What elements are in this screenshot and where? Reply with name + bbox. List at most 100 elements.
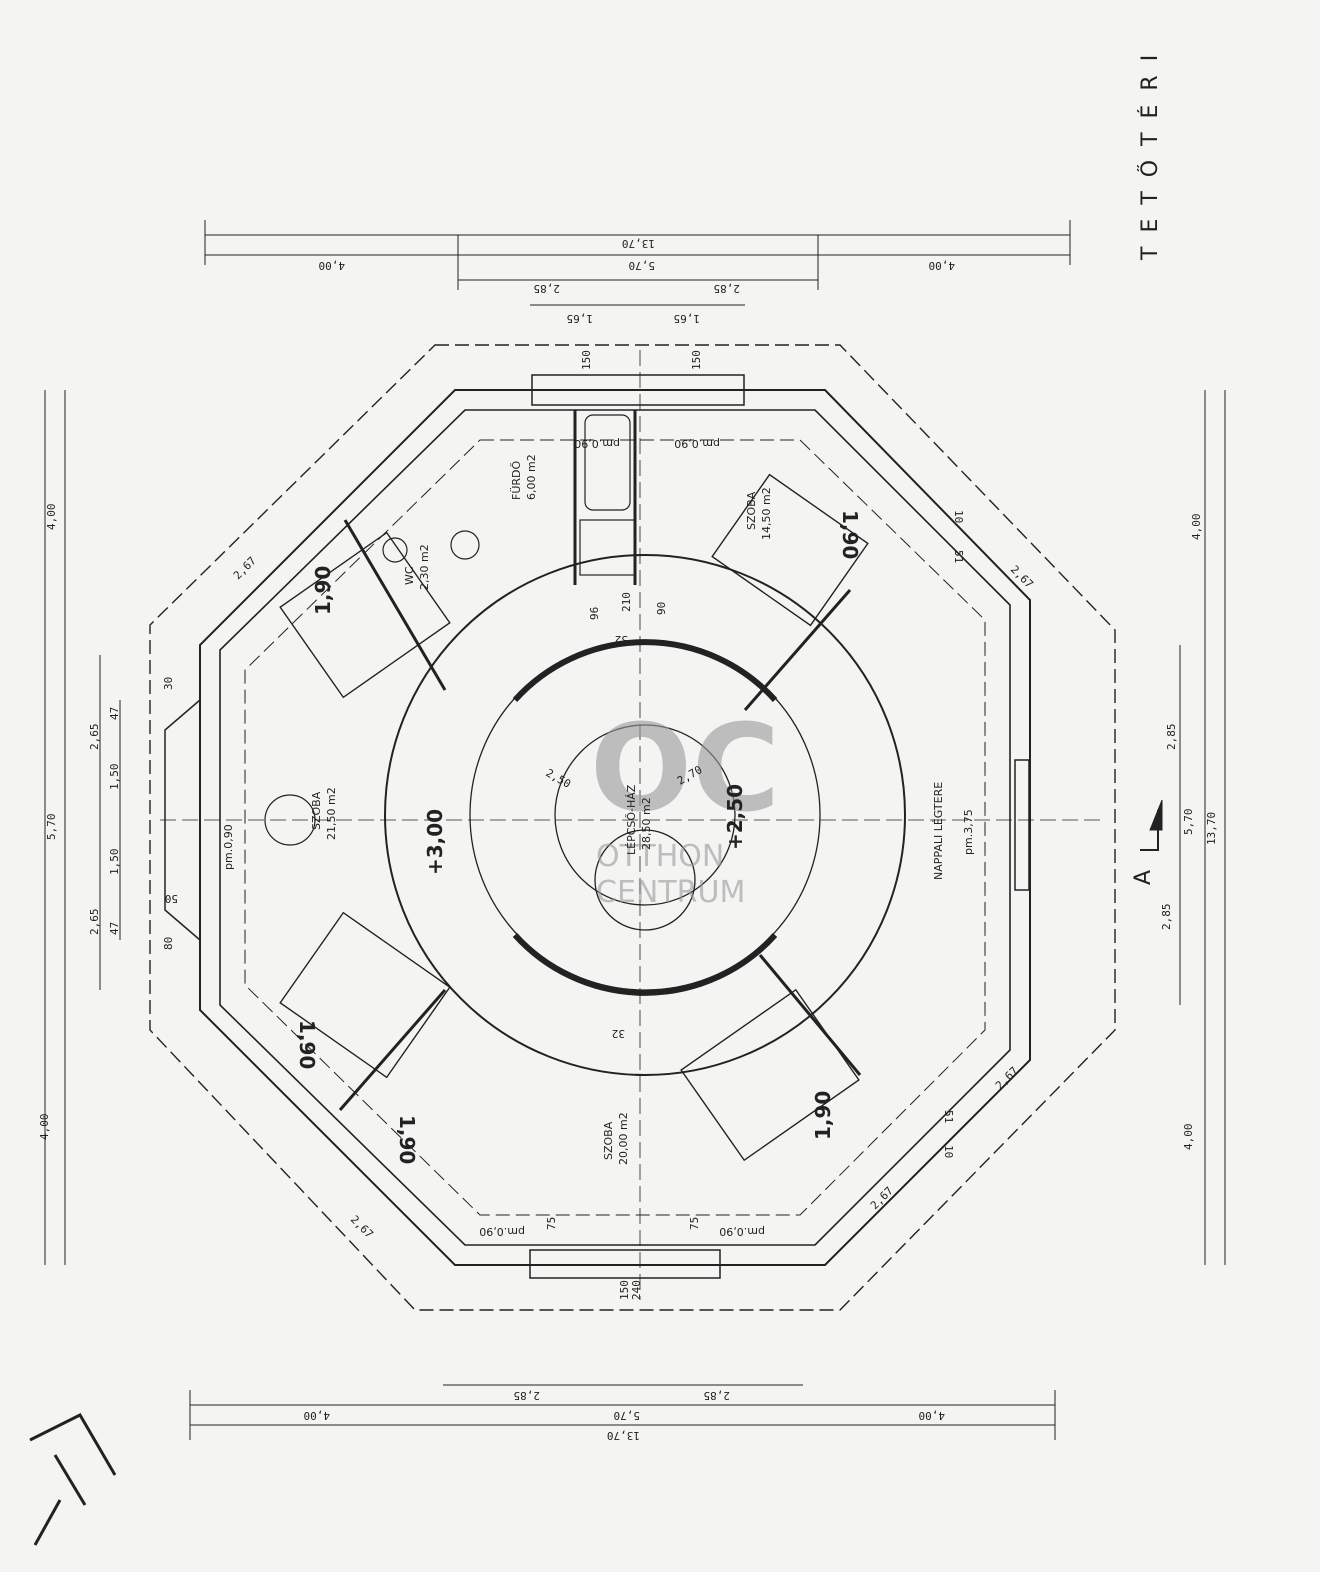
dim-top-half-r: 2,85 bbox=[714, 282, 741, 295]
shower bbox=[579, 519, 636, 576]
dim-left-265b: 2,65 bbox=[88, 909, 101, 936]
wall-se bbox=[758, 954, 862, 1076]
dim-75-l: 75 bbox=[545, 1217, 558, 1230]
dim-10-se: 10 bbox=[942, 1145, 955, 1158]
watermark-line1: OTTHON bbox=[596, 839, 724, 874]
dim-51-ne: 51 bbox=[952, 550, 965, 563]
dim-top-150-r: 150 bbox=[690, 350, 703, 370]
wall-sw bbox=[338, 989, 447, 1111]
dim-75-r: 75 bbox=[688, 1217, 701, 1230]
dim-right-bottom: 4,00 bbox=[1182, 1124, 1195, 1151]
dim-bottom-240: 240 bbox=[630, 1280, 643, 1300]
level-plus250: +2,50 bbox=[723, 784, 747, 850]
toilet bbox=[382, 537, 408, 563]
dim-bottom-mid: 5,70 bbox=[614, 1409, 641, 1422]
dim-96: 96 bbox=[588, 607, 601, 620]
bay-window-left bbox=[164, 699, 201, 941]
level-plus300: +3,00 bbox=[423, 809, 447, 875]
level-bottom-left: pm.0,90 bbox=[479, 1225, 525, 1238]
dim-top-150-l: 150 bbox=[580, 350, 593, 370]
dim-right-mid: 5,70 bbox=[1182, 809, 1195, 836]
room-szoba-s: SZOBA bbox=[602, 1121, 615, 1160]
dim-bottom-right: 4,00 bbox=[919, 1409, 946, 1422]
dim-left-47a: 47 bbox=[108, 707, 121, 720]
window-top bbox=[531, 374, 745, 406]
level-top-left: pm.0,90 bbox=[574, 437, 620, 450]
bed-se bbox=[680, 988, 860, 1162]
dim-left-bottom: 4,00 bbox=[38, 1114, 51, 1141]
dim-51-se: 51 bbox=[942, 1110, 955, 1123]
section-label: A bbox=[1131, 870, 1156, 885]
window-right bbox=[1014, 759, 1030, 891]
dim-bottom-150: 150 bbox=[618, 1280, 631, 1300]
level-nappali: pm.3,75 bbox=[962, 809, 975, 855]
dim-right-total: 13,70 bbox=[1205, 812, 1218, 845]
dim-top-q-l: 1,65 bbox=[567, 312, 594, 325]
room-lepcso-area: 28,50 m2 bbox=[640, 797, 653, 850]
dim-left-265a: 2,65 bbox=[88, 724, 101, 751]
room-nappali: NAPPALI LÉGTERE bbox=[932, 782, 945, 880]
stair-arc-bottom bbox=[512, 932, 778, 996]
outer-wall bbox=[199, 389, 1031, 1266]
dim-bottom-half-l: 2,85 bbox=[514, 1389, 541, 1402]
stair-outer-circle bbox=[384, 554, 906, 1076]
watermark-monogram: OC bbox=[590, 700, 780, 839]
dim-left-47b: 47 bbox=[108, 922, 121, 935]
dim-90: 90 bbox=[655, 602, 668, 615]
level-left: pm.0,90 bbox=[222, 824, 235, 870]
wall-nw bbox=[343, 519, 447, 691]
bed-label-ne: 1,90 bbox=[838, 510, 862, 559]
dim-top-total: 13,70 bbox=[622, 237, 655, 250]
stair-arc-top bbox=[512, 639, 778, 703]
inner-wall bbox=[219, 409, 1011, 1246]
table-round bbox=[264, 794, 316, 846]
window-bottom bbox=[529, 1249, 721, 1279]
dim-left-mid: 5,70 bbox=[45, 814, 58, 841]
room-szoba-ne: SZOBA bbox=[745, 491, 758, 530]
dim-left-150b: 1,50 bbox=[108, 849, 121, 876]
north-arrow bbox=[29, 1413, 117, 1546]
inner-dashed-octagon bbox=[244, 439, 986, 1216]
dim-diag-nw: 2,67 bbox=[231, 554, 259, 582]
bed-label-w2: 1,90 bbox=[295, 1020, 319, 1069]
dim-bottom-total: 13,70 bbox=[607, 1429, 640, 1442]
dim-right-top: 4,00 bbox=[1190, 514, 1203, 541]
bed-w2 bbox=[279, 911, 451, 1079]
bed-label-s: 1,90 bbox=[395, 1115, 419, 1164]
watermark-line2: CENTRUM bbox=[596, 875, 745, 910]
dim-30-left: 30 bbox=[162, 677, 175, 690]
room-szoba-s-area: 20,00 m2 bbox=[617, 1112, 630, 1165]
bed-ne bbox=[711, 473, 869, 627]
dim-radius-250: 2,50 bbox=[544, 766, 573, 791]
dim-top-right: 4,00 bbox=[929, 259, 956, 272]
stair-core bbox=[594, 829, 696, 931]
room-wc: WC bbox=[403, 566, 416, 585]
bed-label-se: 1,90 bbox=[811, 1091, 835, 1140]
room-wc-area: 2,30 m2 bbox=[418, 544, 431, 590]
level-top-right: pm.0,90 bbox=[674, 437, 720, 450]
dim-right-half-b: 2,85 bbox=[1160, 904, 1173, 931]
wall-ne bbox=[743, 589, 852, 711]
section-marker-arrow bbox=[1149, 799, 1163, 831]
dim-32-top: 32 bbox=[615, 633, 628, 646]
dim-left-150a: 1,50 bbox=[108, 764, 121, 791]
dim-diag-se2: 2,67 bbox=[993, 1064, 1021, 1092]
sink bbox=[450, 530, 480, 560]
bed-w1 bbox=[279, 531, 451, 699]
dim-bottom-half-r: 2,85 bbox=[704, 1389, 731, 1402]
dim-right-half-a: 2,85 bbox=[1165, 724, 1178, 751]
bed-label-w1: 1,90 bbox=[311, 566, 335, 615]
level-bottom-right: pm.0,90 bbox=[719, 1225, 765, 1238]
drawing-title: TETŐTÉRI bbox=[1138, 40, 1163, 260]
dim-50-left: 50 bbox=[165, 892, 178, 905]
room-szoba-w: SZOBA bbox=[310, 791, 323, 830]
outer-dashed-octagon bbox=[149, 344, 1116, 1311]
dim-top-mid: 5,70 bbox=[629, 259, 656, 272]
room-furdo-area: 6,00 m2 bbox=[525, 454, 538, 500]
dim-80-left: 80 bbox=[162, 937, 175, 950]
dim-bottom-left: 4,00 bbox=[304, 1409, 331, 1422]
room-szoba-w-area: 21,50 m2 bbox=[325, 787, 338, 840]
dim-10-ne: 10 bbox=[952, 510, 965, 523]
dim-top-half-l: 2,85 bbox=[534, 282, 561, 295]
